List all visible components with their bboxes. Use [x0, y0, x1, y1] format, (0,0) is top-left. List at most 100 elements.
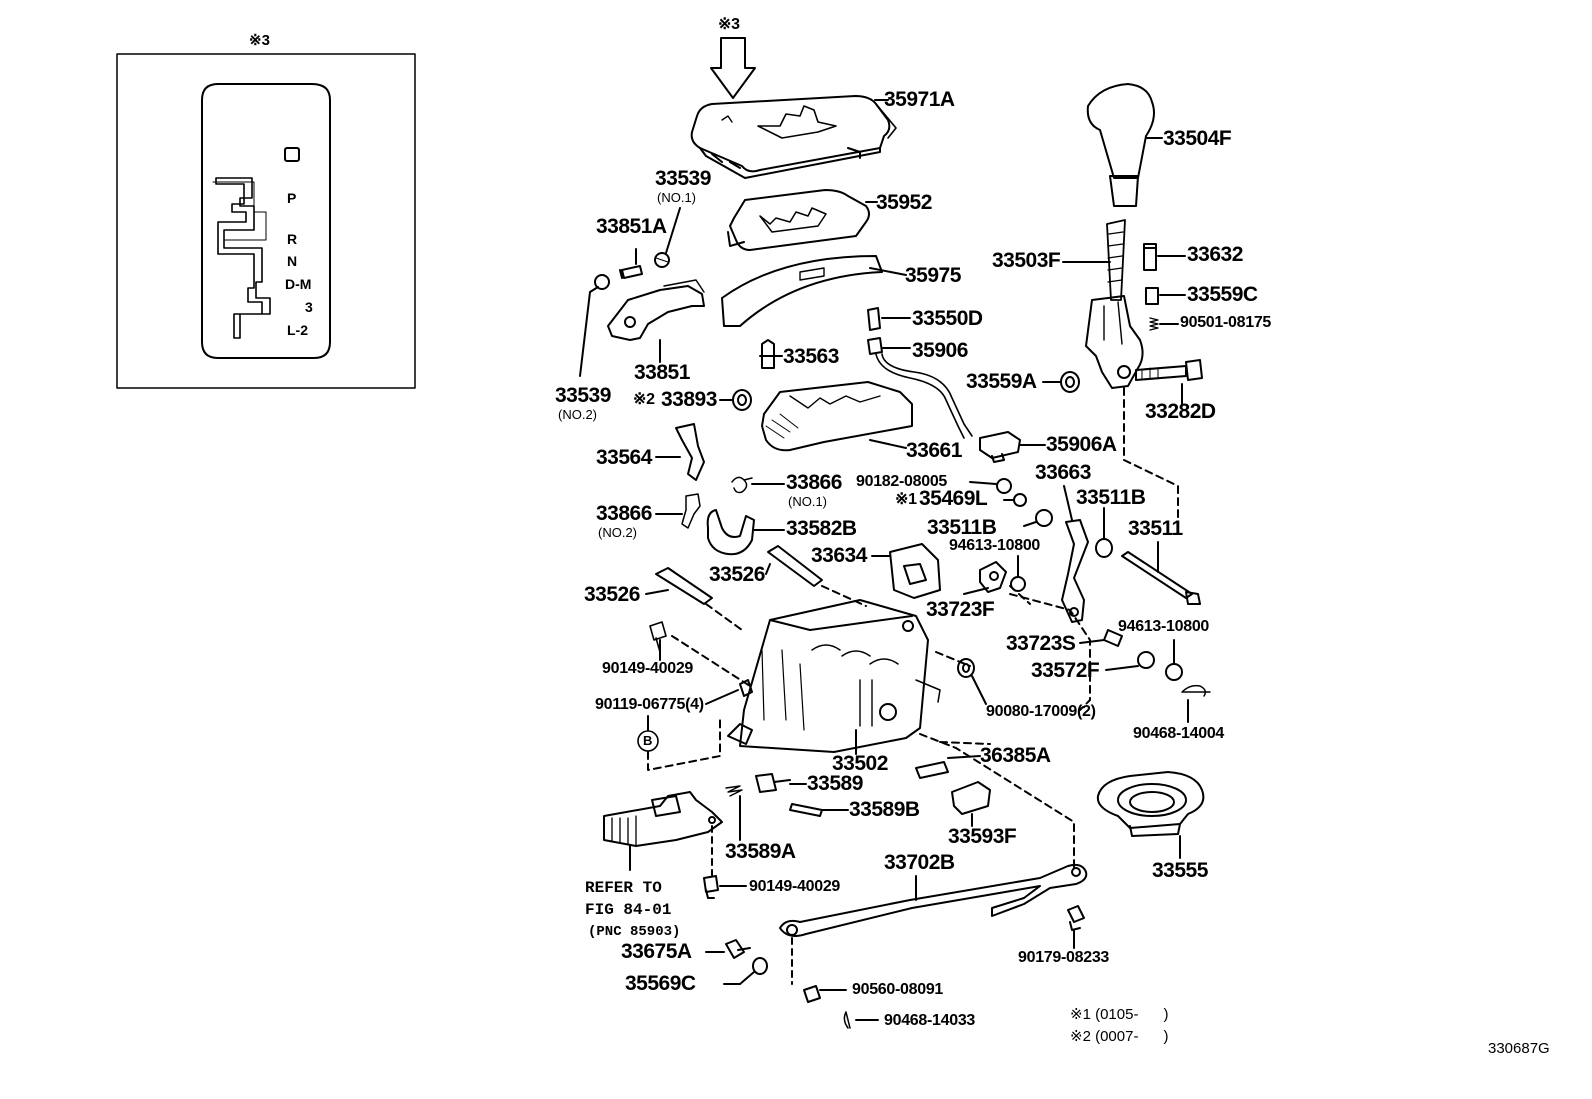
label-33503F: 33503F	[992, 249, 1061, 272]
part-33634-block	[889, 543, 941, 599]
part-90119-bolt	[739, 679, 753, 697]
part-35971A-cover	[690, 95, 897, 179]
part-33550D-bulb	[867, 307, 881, 331]
note-marker-1: ※1	[895, 491, 917, 508]
part-33866-no1-spring	[731, 476, 753, 494]
part-35952-plate	[727, 189, 870, 251]
label-35971A: 35971A	[884, 88, 955, 111]
callout-b-text: B	[643, 733, 653, 748]
label-33526-b: 33526	[584, 583, 640, 606]
part-33851-link	[607, 279, 705, 341]
label-33511B-lower: 33511B	[927, 516, 997, 539]
part-33572F-bushing	[1137, 651, 1155, 669]
label-35569C: 35569C	[625, 972, 696, 995]
label-90560-08091: 90560-08091	[852, 981, 944, 998]
top-marker: ※3	[718, 16, 740, 33]
part-33559C-bushing	[1145, 287, 1159, 305]
label-35952: 35952	[876, 191, 932, 214]
part-33539-no2-nut	[594, 274, 610, 290]
part-90179-nut	[1067, 905, 1085, 931]
part-33539-no1-nut	[654, 252, 670, 268]
view-arrow-icon	[710, 37, 756, 99]
label-90468-14033: 90468-14033	[884, 1012, 976, 1029]
label-90179-08233: 90179-08233	[1018, 949, 1110, 966]
label-35906A: 35906A	[1046, 433, 1117, 456]
label-90182-08005: 90182-08005	[856, 473, 948, 490]
label-33504F: 33504F	[1163, 127, 1232, 150]
label-33589: 33589	[807, 772, 863, 795]
label-33539-no2: 33539	[555, 384, 611, 407]
label-90501-08175: 90501-08175	[1180, 314, 1272, 331]
part-33582B-lever	[706, 509, 755, 556]
part-90080-nut	[957, 658, 975, 678]
label-33559C: 33559C	[1187, 283, 1258, 306]
label-33589A: 33589A	[725, 840, 796, 863]
part-33502-shift-housing	[727, 599, 941, 753]
gate-label-3: 3	[305, 299, 313, 315]
part-35906-wire	[867, 337, 973, 439]
label-90149-40029-a: 90149-40029	[602, 660, 694, 677]
part-33723S-pin	[1103, 629, 1123, 647]
part-33282D-bolt	[1135, 359, 1203, 381]
label-33511: 33511	[1128, 517, 1183, 540]
part-33589B-pin	[789, 803, 823, 817]
label-90119-06775: 90119-06775(4)	[595, 696, 704, 713]
label-33282D: 33282D	[1145, 400, 1216, 423]
gate-label-l2: L-2	[287, 322, 308, 338]
part-33851A-pin	[619, 265, 643, 279]
note-2-range: ※2 (0007- )	[1070, 1028, 1169, 1045]
part-33702B-control-rod	[779, 863, 1088, 937]
part-33632-pin	[1143, 243, 1157, 271]
refer-to-line: REFER TO	[585, 879, 662, 897]
label-no1-b: (NO.1)	[788, 494, 827, 509]
label-33555: 33555	[1152, 859, 1208, 882]
label-33539-no1: 33539	[655, 167, 711, 190]
label-33661: 33661	[906, 439, 962, 462]
gate-indicator-icon	[284, 147, 300, 162]
label-33851: 33851	[634, 361, 690, 384]
gate-plate	[201, 83, 331, 359]
label-33632: 33632	[1187, 243, 1243, 266]
label-33866-no1: 33866	[786, 471, 842, 494]
part-33526-bolt-1	[767, 545, 823, 587]
part-33559A-nut	[1060, 371, 1080, 393]
label-33866-no2: 33866	[596, 502, 652, 525]
part-33589A-spring	[725, 785, 743, 797]
part-90149-bolt-1	[649, 621, 667, 653]
part-33511B-nut-1	[1035, 509, 1053, 527]
label-35975: 35975	[905, 264, 961, 287]
label-35906: 35906	[912, 339, 968, 362]
label-33564: 33564	[596, 446, 652, 469]
inset-frame	[116, 53, 416, 389]
label-36385A: 36385A	[980, 744, 1051, 767]
part-33866-no2-spring	[681, 493, 701, 529]
part-33593F-knob	[951, 781, 991, 815]
label-35469L: 35469L	[919, 487, 988, 510]
label-33851A: 33851A	[596, 215, 667, 238]
part-33675A-bolt	[725, 939, 751, 959]
part-35569C-bushing	[752, 957, 768, 975]
gate-slot-inner	[212, 181, 267, 241]
inset-marker: ※3	[249, 32, 270, 49]
label-33559A: 33559A	[966, 370, 1037, 393]
label-no1-a: (NO.1)	[657, 190, 696, 205]
part-33504F-shift-knob	[1086, 83, 1155, 207]
shift-gate-inset	[116, 53, 416, 389]
part-33563-pin	[759, 339, 777, 369]
label-94613-10800-b: 94613-10800	[1118, 618, 1210, 635]
part-33503F-shift-lever	[1085, 219, 1144, 389]
label-33572F: 33572F	[1031, 659, 1100, 682]
label-33893: 33893	[661, 388, 717, 411]
label-33593F: 33593F	[948, 825, 1017, 848]
label-no2-a: (NO.2)	[558, 407, 597, 422]
label-33563: 33563	[783, 345, 839, 368]
part-90501-spring	[1149, 317, 1159, 331]
note-1-range: ※1 (0105- )	[1070, 1006, 1169, 1023]
part-33511-rod	[1121, 551, 1201, 605]
label-33589B: 33589B	[849, 798, 920, 821]
part-33564-bracket	[675, 423, 705, 481]
label-33502: 33502	[832, 752, 888, 775]
part-33589-connector	[755, 773, 791, 793]
refer-fig-line: FIG 84-01	[585, 901, 672, 919]
